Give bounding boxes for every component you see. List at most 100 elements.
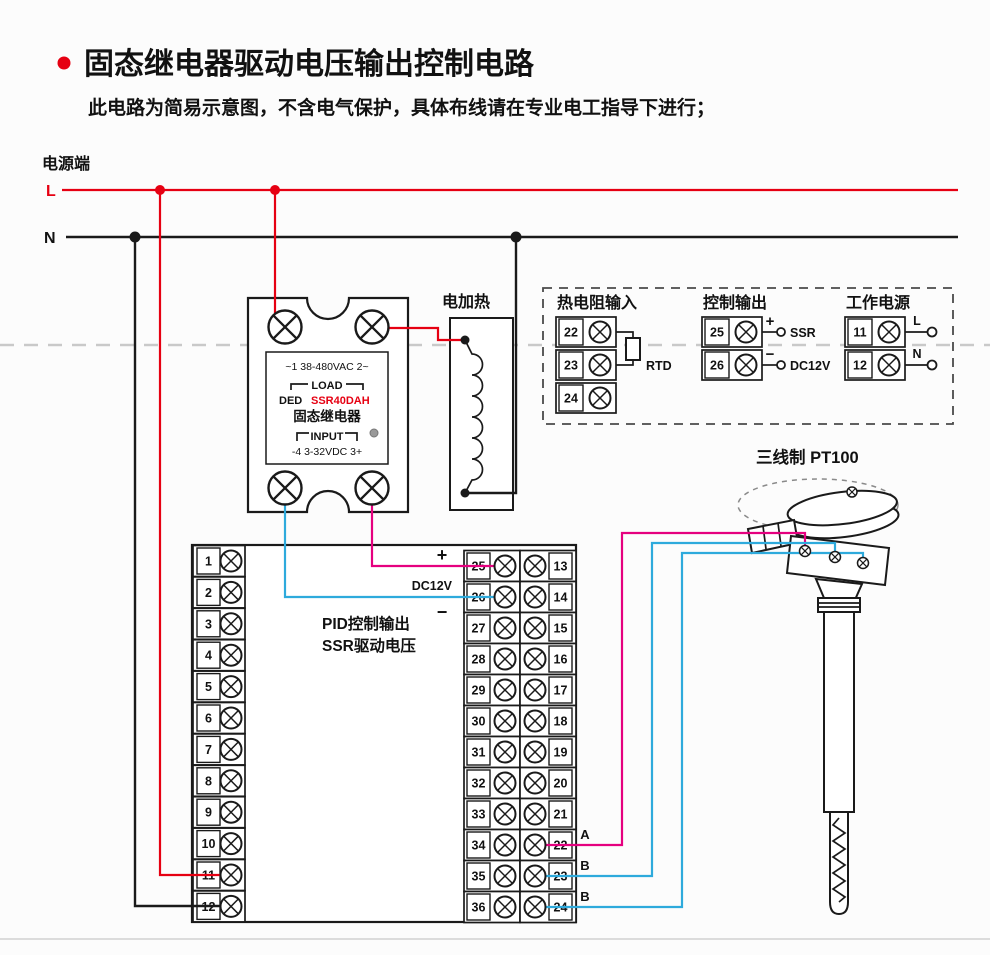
terminal-number: 22	[564, 326, 578, 340]
screw-terminal	[267, 470, 303, 506]
screw-terminal	[219, 737, 243, 761]
screw-terminal	[493, 554, 517, 578]
ctrl-open-terminal-minus	[776, 360, 786, 370]
terminal-number: 30	[472, 715, 486, 729]
screw-terminal	[493, 833, 517, 857]
wire-label-a: A	[580, 827, 590, 842]
rtd-label: RTD	[646, 359, 672, 373]
supply-n-label: N	[912, 347, 921, 361]
screw-terminal	[734, 353, 758, 377]
junction-dot	[510, 231, 522, 243]
supply-open-terminal-n	[926, 359, 938, 371]
terminal-number: 5	[205, 680, 212, 694]
terminal-number-box	[704, 351, 730, 379]
screw-terminal	[219, 580, 243, 604]
terminal-number-box	[548, 707, 573, 735]
terminal-number: 29	[472, 684, 486, 698]
supply-l-label: L	[913, 314, 921, 328]
terminal-number: 25	[710, 326, 724, 340]
screw-terminal	[523, 616, 547, 640]
ssr-screws	[267, 309, 390, 506]
ssr-input-label: INPUT	[311, 431, 344, 443]
wire-ssr-to-heater	[372, 326, 465, 342]
terminal-number-box	[704, 318, 730, 346]
line-l-label: L	[46, 183, 56, 200]
screw-terminal	[493, 647, 517, 671]
screw-terminal	[493, 895, 517, 919]
heater-terminal-dot	[460, 488, 470, 498]
screw-terminal	[267, 309, 303, 345]
junction-dot	[155, 185, 165, 195]
terminal-number: 15	[554, 622, 568, 636]
terminal-number: 17	[554, 684, 568, 698]
terminal-number: 11	[853, 326, 866, 340]
screw-terminal	[493, 709, 517, 733]
page-title: 固态继电器驱动电压输出控制电路	[84, 48, 535, 81]
line-n-label: N	[44, 230, 56, 247]
terminal-number: 20	[554, 777, 568, 791]
sensor-head-dashed-outline	[737, 478, 899, 532]
terminal-number: 3	[205, 617, 212, 631]
ssr-name: 固态继电器	[293, 408, 361, 424]
rtd-wire-top	[616, 331, 634, 338]
screw-terminal	[493, 678, 517, 702]
screw-terminal	[523, 740, 547, 764]
terminal-number: 13	[554, 560, 568, 574]
heater-terminal-dot	[460, 335, 470, 345]
screw-terminal	[493, 802, 517, 826]
screw-terminal	[523, 678, 547, 702]
terminal-number: 16	[554, 653, 568, 667]
screw-terminal	[354, 309, 390, 345]
power-terminal-label: 电源端	[42, 154, 90, 173]
block-plus-sign: +	[437, 545, 448, 565]
terminal-number: 34	[472, 839, 486, 853]
sensor-collar	[817, 597, 861, 613]
screw-terminal	[219, 800, 243, 824]
rtd-group-title: 热电阻输入	[557, 293, 637, 312]
terminal-number: 12	[853, 359, 867, 373]
pt100-sensor: 三线制 PT100	[737, 447, 900, 916]
screw-terminal	[523, 864, 547, 888]
terminal-number-box	[548, 583, 573, 611]
screw-terminal	[219, 894, 243, 918]
screw-terminal	[523, 771, 547, 795]
screw-terminal	[493, 771, 517, 795]
terminal-number-box	[466, 707, 491, 735]
terminal-number: 27	[472, 622, 486, 636]
wire-label-b2: B	[580, 889, 589, 904]
screw-terminal	[493, 740, 517, 764]
ssr-load-label: LOAD	[311, 380, 342, 392]
terminal-number-box	[548, 769, 573, 797]
screw-terminal	[846, 486, 858, 498]
terminal-number: 9	[205, 806, 212, 820]
screw-terminal	[219, 769, 243, 793]
panel-screws	[588, 320, 901, 410]
junction-dot	[129, 231, 141, 243]
heater-coil	[464, 339, 484, 494]
screw-terminal	[523, 709, 547, 733]
screw-terminal	[588, 353, 612, 377]
ssr-model: SSR40DAH	[311, 395, 370, 407]
wire-b-terminal-24-to-sensor	[535, 551, 865, 909]
terminal-number: 33	[472, 808, 486, 822]
screw-terminal	[219, 832, 243, 856]
wire-b-terminal-23-to-sensor	[535, 541, 837, 878]
terminal-number-box	[558, 384, 584, 412]
screw-terminal	[354, 470, 390, 506]
screw-terminal	[219, 675, 243, 699]
screw-terminal	[798, 544, 812, 558]
screw-terminal	[523, 802, 547, 826]
screw-terminal	[523, 554, 547, 578]
sensor-label: 三线制 PT100	[756, 447, 859, 467]
sensor-probe-tip	[829, 811, 849, 916]
terminal-number-box	[847, 318, 873, 346]
bracket-line	[290, 383, 308, 390]
rtd-resistor	[625, 337, 641, 361]
wire-ssr-plus-to-terminal-25	[370, 490, 505, 568]
screw-terminal	[877, 320, 901, 344]
bracket-line	[346, 383, 364, 390]
ctrl-plus-sign: +	[766, 313, 775, 330]
